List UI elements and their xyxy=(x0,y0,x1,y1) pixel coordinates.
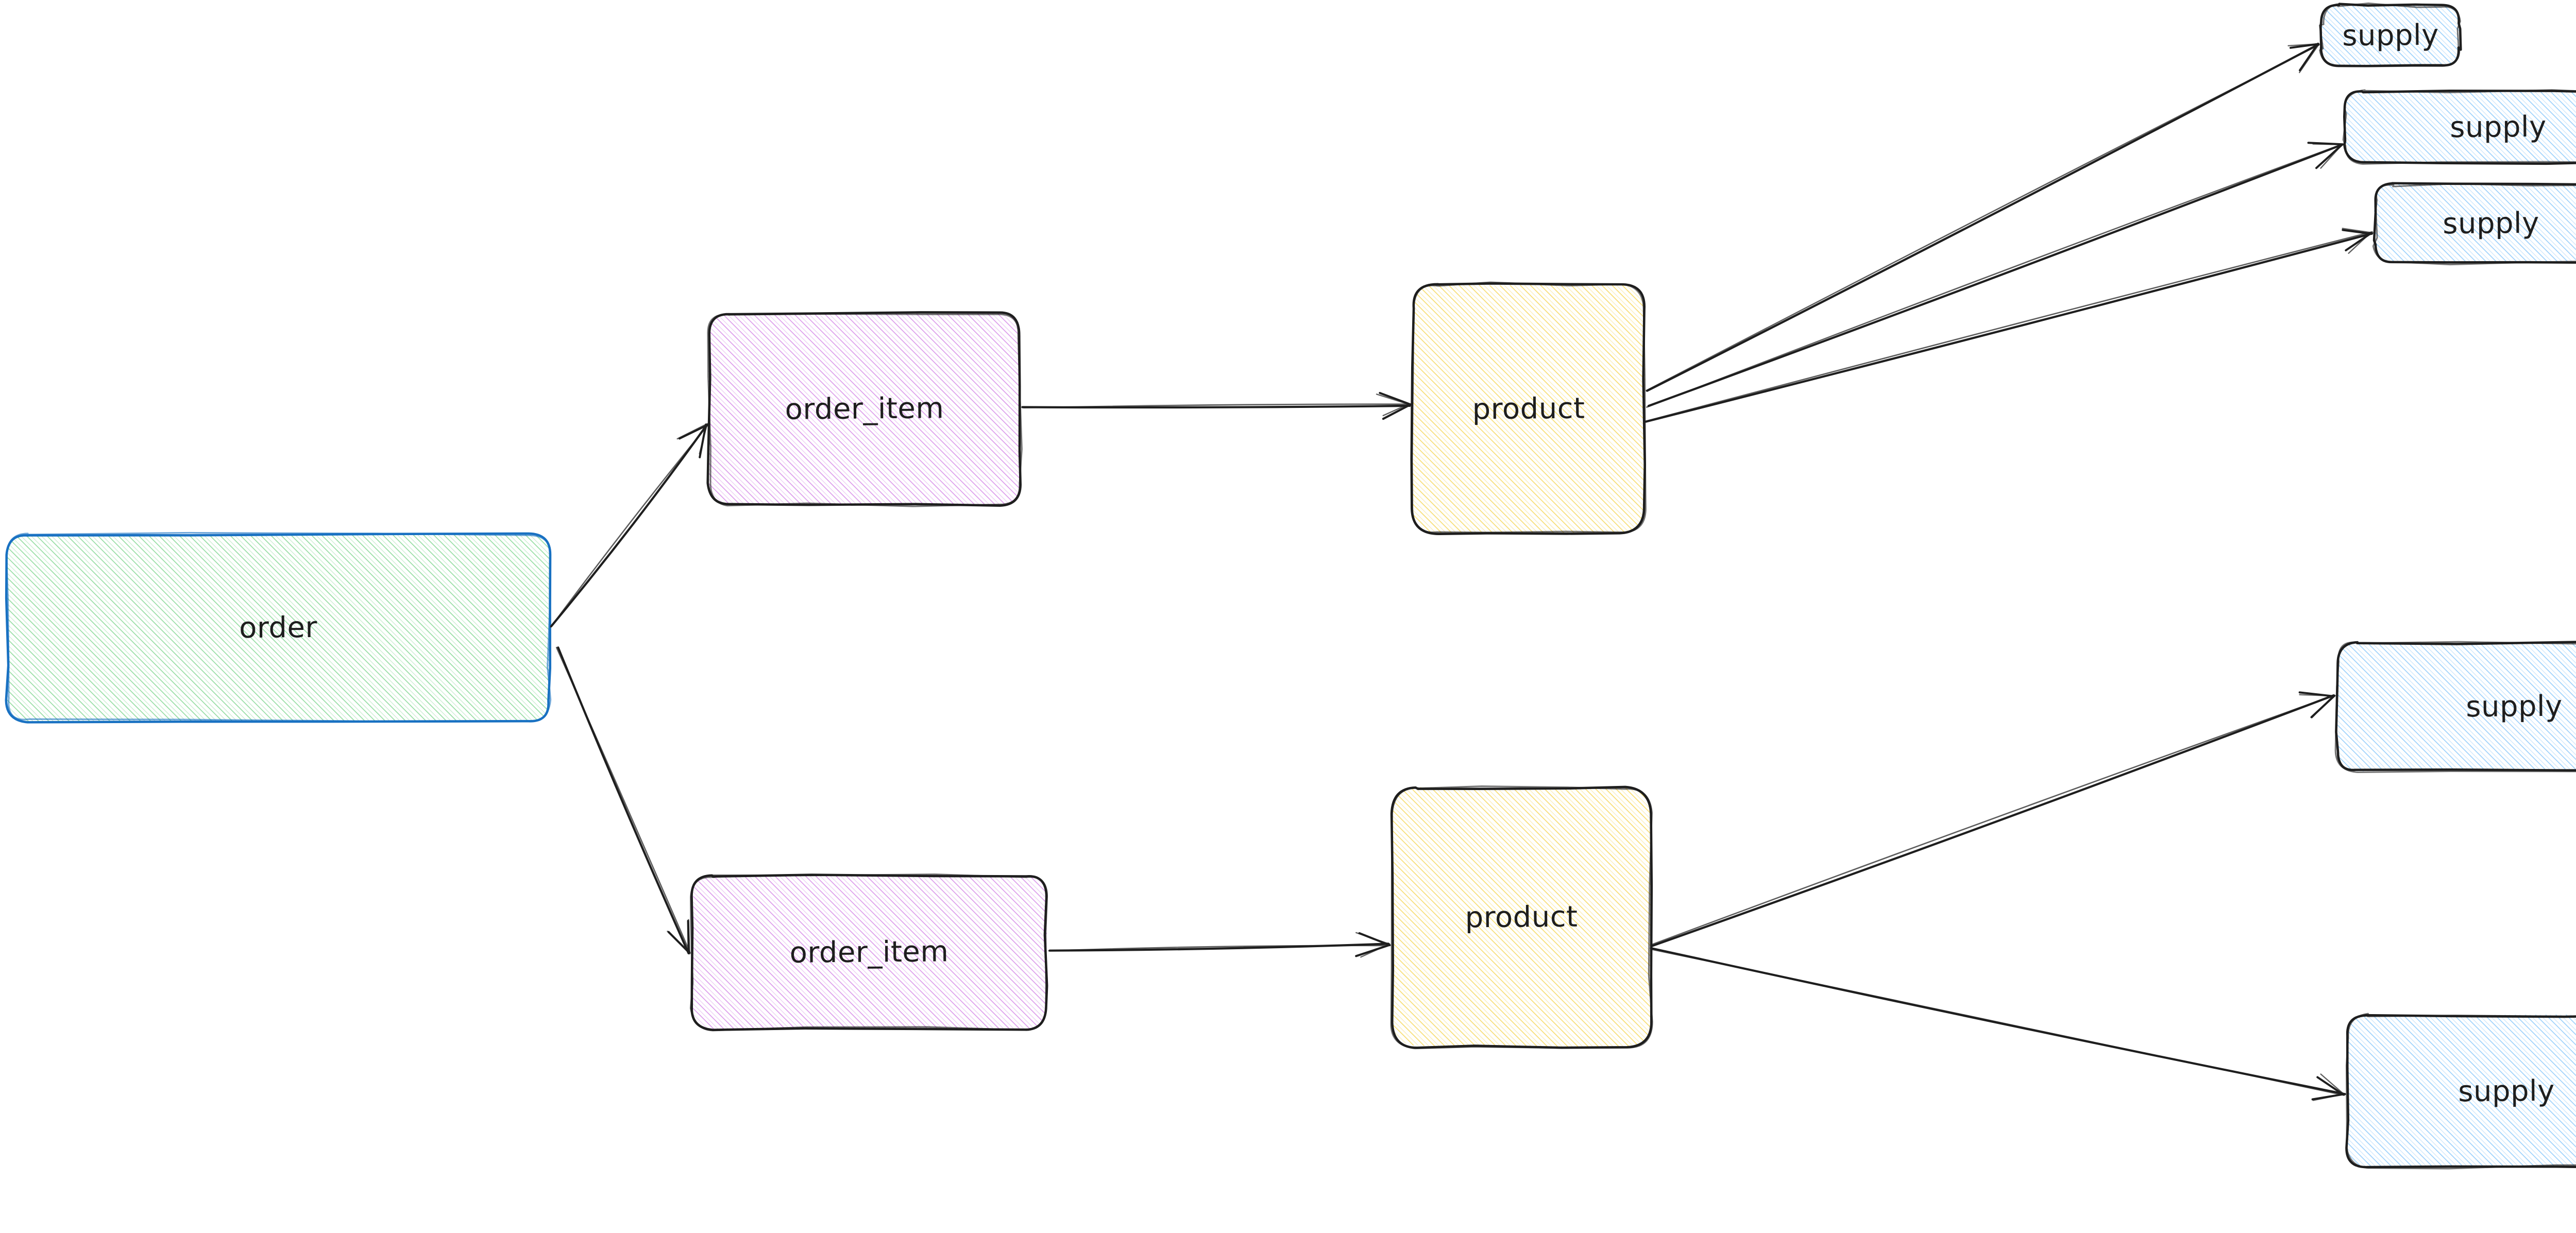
edge-product_bottom-to-supply_4[interactable] xyxy=(1651,691,2336,947)
node-outline xyxy=(2318,2,2461,67)
edge-product_top-to-supply_1[interactable] xyxy=(1646,42,2320,392)
edge-line xyxy=(1651,695,2334,946)
node-fill xyxy=(2346,1014,2576,1168)
node-fill xyxy=(2374,183,2576,263)
node-outline xyxy=(2345,1013,2576,1170)
edge-line xyxy=(1650,948,2345,1096)
arrowhead-barb xyxy=(2299,694,2335,697)
edge-line xyxy=(1646,44,2320,391)
node-fill xyxy=(708,312,1021,506)
edge-line xyxy=(1645,232,2373,423)
node-outline xyxy=(1390,785,1653,1050)
arrowhead-barb xyxy=(1360,943,1391,958)
edge-line xyxy=(550,424,708,628)
node-product_top[interactable] xyxy=(1410,281,1647,536)
edge-line xyxy=(1048,945,1389,952)
node-fill xyxy=(692,874,1047,1030)
edge-line xyxy=(550,424,709,628)
edge-product_top-to-supply_3[interactable] xyxy=(1645,228,2374,423)
arrowhead-barb xyxy=(2342,228,2374,234)
node-supply_2[interactable] xyxy=(2342,89,2576,165)
arrowhead-barb xyxy=(2299,43,2320,73)
node-product_bottom[interactable] xyxy=(1390,785,1653,1050)
arrowhead-barb xyxy=(2312,1093,2345,1101)
node-fill xyxy=(2336,642,2576,772)
arrowhead-barb xyxy=(676,423,708,440)
arrowhead-barb xyxy=(2311,695,2334,718)
arrowhead-barb xyxy=(688,919,690,955)
node-supply_4[interactable] xyxy=(2334,641,2576,773)
node-order[interactable] xyxy=(5,532,552,724)
arrowhead-barb xyxy=(2348,232,2372,254)
arrowhead-barb xyxy=(2312,143,2343,145)
arrowhead-barb xyxy=(699,423,708,455)
edge-product_bottom-to-supply_5[interactable] xyxy=(1650,947,2346,1101)
edge-line xyxy=(1647,143,2344,407)
node-outline xyxy=(2345,1014,2576,1169)
arrowhead-barb xyxy=(2316,1076,2345,1096)
node-outline xyxy=(1411,281,1647,534)
node-fill xyxy=(2346,91,2576,163)
node-supply_3[interactable] xyxy=(2372,182,2576,266)
edge-order-to-order_item_top[interactable] xyxy=(550,423,709,628)
node-fill xyxy=(2320,5,2460,67)
edge-line xyxy=(1646,43,2320,392)
node-outline xyxy=(707,313,1023,507)
arrowhead-barb xyxy=(1382,404,1411,420)
node-supply_5[interactable] xyxy=(2345,1013,2576,1170)
arrowhead-barb xyxy=(1379,392,1412,406)
arrowhead-barb xyxy=(667,931,690,954)
edge-order_item_bottom-to-product[interactable] xyxy=(1048,932,1391,958)
node-supply_1[interactable] xyxy=(2318,2,2462,67)
node-outline xyxy=(6,532,552,722)
node-outline xyxy=(2372,182,2576,264)
edge-order-to-order_item_bottom[interactable] xyxy=(555,646,691,955)
edge-product_top-to-supply_2[interactable] xyxy=(1646,142,2344,408)
node-outline xyxy=(2334,641,2576,773)
arrowhead-barb xyxy=(1382,403,1410,417)
edge-line xyxy=(1646,144,2342,408)
edge-line xyxy=(1023,403,1411,408)
node-fill xyxy=(6,533,550,723)
arrowhead-barb xyxy=(2320,144,2343,169)
edge-line xyxy=(1646,231,2373,422)
node-fill xyxy=(1412,283,1646,534)
edge-order_item_top-to-product[interactable] xyxy=(1021,392,1412,420)
arrowhead-barb xyxy=(2287,43,2320,46)
arrowhead-barb xyxy=(2342,229,2373,235)
arrowhead-barb xyxy=(2320,1073,2345,1095)
arrowhead-barb xyxy=(1376,393,1411,405)
edge-line xyxy=(1650,947,2346,1095)
node-order_item_top[interactable] xyxy=(706,311,1023,507)
node-outline xyxy=(689,874,1048,1032)
edge-line xyxy=(555,646,691,954)
arrowhead-barb xyxy=(1355,932,1391,945)
node-order_item_bottom[interactable] xyxy=(689,874,1048,1032)
node-fill xyxy=(1392,787,1652,1047)
node-outline xyxy=(2372,183,2576,266)
arrowhead-barb xyxy=(2299,42,2319,72)
arrowhead-barb xyxy=(678,423,709,440)
node-outline xyxy=(2342,89,2576,165)
edge-line xyxy=(1651,694,2335,947)
